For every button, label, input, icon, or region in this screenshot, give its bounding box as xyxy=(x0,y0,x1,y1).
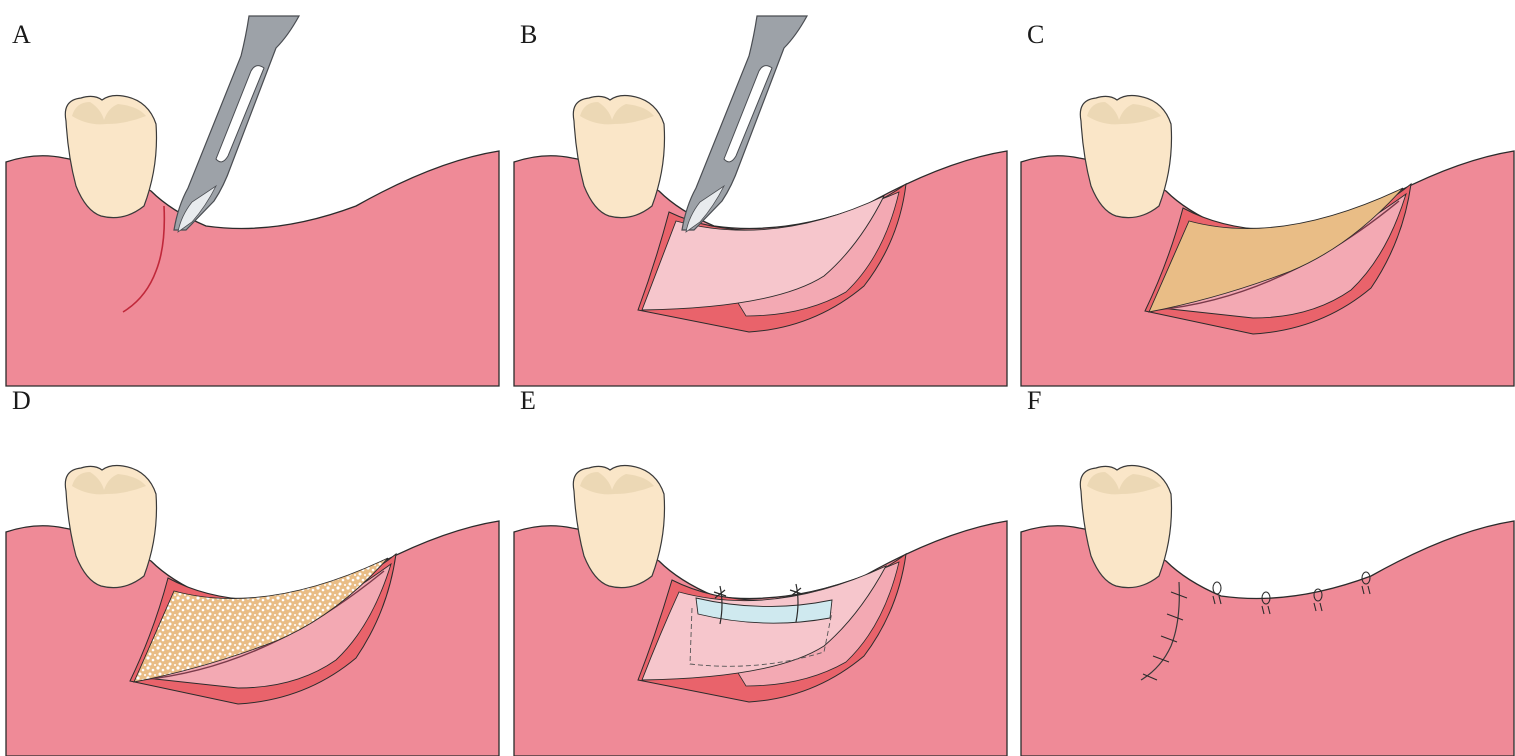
scalpel-blade-edge xyxy=(177,184,218,233)
suture-knot-4 xyxy=(1361,571,1371,595)
tooth-crown-shade xyxy=(72,472,146,495)
panel-e: E xyxy=(513,386,1008,756)
panel-label: E xyxy=(520,386,536,415)
panel-d-illustration xyxy=(5,464,500,756)
panel-label: C xyxy=(1027,20,1045,49)
tooth xyxy=(1079,464,1173,589)
suture-right xyxy=(789,583,803,623)
tooth-crown-shade xyxy=(1087,472,1161,495)
panel-label: F xyxy=(1027,386,1042,415)
panel-e-illustration xyxy=(513,464,1008,756)
bone-graft-particles xyxy=(133,557,389,683)
tooth xyxy=(572,464,666,589)
scalpel-blade-edge xyxy=(685,184,726,233)
tooth-crown-shade xyxy=(72,102,146,125)
graft-membrane xyxy=(695,597,833,624)
tooth xyxy=(572,94,666,219)
exposed-bone xyxy=(1148,187,1404,313)
panel-label: B xyxy=(520,20,538,49)
suture-knot-1 xyxy=(1212,581,1222,605)
panel-f-illustration xyxy=(1020,464,1515,756)
tooth-crown-shade xyxy=(580,102,654,125)
panel-b-illustration xyxy=(513,15,1008,387)
scalpel-slot xyxy=(215,65,265,163)
panel-label: A xyxy=(12,20,31,49)
vertical-incision-closed xyxy=(1140,581,1180,681)
panel-a-illustration xyxy=(5,15,500,387)
panel-b: B xyxy=(513,15,1008,387)
incision-line xyxy=(122,205,166,313)
periosteum-fold xyxy=(140,570,385,681)
panel-a: A xyxy=(5,15,500,387)
tooth xyxy=(1079,94,1173,219)
panel-d: D xyxy=(5,386,500,756)
tooth-crown-shade xyxy=(580,472,654,495)
tooth xyxy=(64,464,158,589)
suture-left xyxy=(713,585,727,625)
membrane-outline xyxy=(689,607,833,667)
panel-c: C xyxy=(1020,16,1515,387)
suture-knot-2 xyxy=(1261,591,1271,615)
interrupted-sutures-vertical xyxy=(1142,591,1188,681)
panel-label: D xyxy=(12,386,31,415)
scalpel xyxy=(681,15,809,233)
periosteum-fold xyxy=(1155,200,1400,311)
panel-c-illustration xyxy=(1020,94,1515,387)
panel-f: F xyxy=(1020,386,1515,756)
scalpel xyxy=(173,15,301,233)
tooth xyxy=(64,94,158,219)
flap-inner xyxy=(641,195,885,311)
suture-knot-3 xyxy=(1313,588,1323,612)
tooth-crown-shade xyxy=(1087,102,1161,125)
scalpel-slot xyxy=(723,65,773,163)
